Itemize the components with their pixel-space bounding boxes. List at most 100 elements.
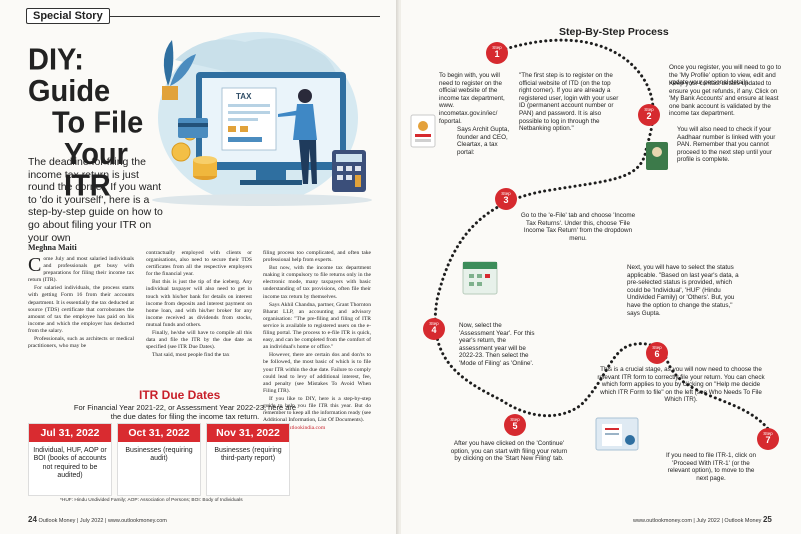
left-page: Special Story DIY: Guide To File Your IT…	[0, 0, 398, 534]
step-word: Step	[644, 107, 654, 112]
due-date-card: Nov 31, 2022 Businesses (requiring third…	[206, 423, 290, 496]
section-rule	[110, 16, 380, 17]
page-gutter	[396, 0, 404, 534]
due-date: Jul 31, 2022	[29, 424, 111, 442]
person-legs	[299, 140, 317, 184]
user-icon	[652, 147, 662, 157]
tax-doc-line	[605, 428, 619, 430]
folio-text: www.outlookmoney.com | July 2022 | Outlo…	[633, 518, 762, 524]
plant-pot	[162, 86, 178, 100]
step-6-text: Next, you will have to select the status…	[627, 264, 739, 317]
calendar-day	[485, 274, 490, 278]
step-number: 5	[512, 421, 518, 431]
folio-text: Outlook Money | July 2022 | www.outlookm…	[38, 518, 167, 524]
person-body	[293, 104, 317, 140]
calculator-key	[337, 175, 343, 180]
step-number: 2	[646, 111, 652, 121]
step-1-text: To begin with, you will need to register…	[439, 72, 505, 125]
intro-deck: The deadline for filing the income tax r…	[28, 156, 163, 244]
coin	[171, 142, 191, 162]
coin-stack	[193, 156, 217, 164]
article-column-2: contractually employed with clients or o…	[146, 250, 252, 360]
author-email-link[interactable]: meghna@outlookindia.com	[263, 425, 326, 432]
paragraph: Professionals, such as architects or med…	[28, 336, 134, 350]
step-4-text: Now, select the 'Assessment Year'. For t…	[459, 322, 535, 367]
step-number: 1	[494, 49, 500, 59]
form-line	[228, 104, 270, 107]
calculator-key	[355, 166, 361, 171]
step-number: 4	[431, 325, 437, 335]
step-1-quote: "The first step is to register on the of…	[519, 72, 619, 133]
paragraph: contractually employed with clients or o…	[146, 250, 252, 278]
due-dates-heading: ITR Due Dates	[139, 388, 221, 402]
step-1-quote-source: Says Archit Gupta, founder and CEO, Clea…	[457, 126, 510, 156]
illustration-shadow	[152, 194, 372, 206]
form-button	[228, 137, 262, 142]
due-date: Nov 31, 2022	[207, 424, 289, 442]
user-icon	[418, 121, 428, 131]
page-number: 24	[28, 515, 37, 524]
calculator-key	[355, 175, 361, 187]
paragraph: However, there are certain dos and don't…	[263, 352, 371, 394]
credit-card-stripe	[178, 123, 208, 127]
credit-card	[178, 118, 208, 138]
calculator-key	[346, 166, 352, 171]
thumbnail-line	[415, 139, 431, 142]
tax-doc-line	[605, 433, 619, 435]
step-number: 3	[503, 195, 509, 205]
step-3-text: Go to the 'e-File' tab and choose 'Incom…	[520, 212, 636, 242]
calendar-day	[477, 274, 482, 278]
page-number: 25	[762, 515, 772, 524]
section-tag: Special Story	[26, 8, 110, 24]
step-7-text: This is a crucial stage, as you will now…	[597, 366, 765, 404]
due-date-description: Businesses (requiring third-party report…	[214, 447, 282, 463]
tax-form-label: TAX	[236, 92, 252, 101]
form-line	[228, 118, 258, 121]
calculator-display	[336, 154, 362, 162]
calendar-day	[477, 282, 482, 286]
page-title: DIY: Guide To File Your ITR	[28, 44, 158, 202]
paragraph: filing process too complicated, and ofte…	[263, 250, 371, 264]
folio-right: www.outlookmoney.com | July 2022 | Outlo…	[633, 515, 772, 524]
paragraph: That said, most people find the tax	[152, 352, 230, 359]
calendar-header	[463, 262, 497, 269]
calculator-key	[337, 166, 343, 171]
steps-title: Step-By-Step Process	[559, 26, 669, 38]
step-7-text: If you need to file ITR-1, click on 'Pro…	[666, 452, 756, 482]
step-number: 6	[654, 349, 660, 359]
person-icon	[625, 435, 635, 445]
title-line-3: Your ITR	[64, 137, 128, 203]
calendar-day	[469, 282, 474, 286]
step-2-text: Once you register, you will need to go t…	[669, 64, 782, 87]
due-date-description: Individual, HUF, AOP or BOI (books of ac…	[33, 447, 107, 480]
step-word: Step	[652, 345, 662, 350]
form-line	[228, 111, 270, 114]
paragraph: But now, with the income tax department …	[263, 265, 371, 300]
plant-leaf	[170, 54, 196, 86]
person-head	[298, 89, 312, 103]
paragraph: ome July and most salaried individuals a…	[28, 256, 134, 284]
paragraph: But this is just the tip of the iceberg.…	[146, 279, 252, 328]
step-2-text: You will also need to check if your Aadh…	[677, 126, 776, 164]
coin-stack	[193, 160, 217, 176]
step-2-text: Keep your contact details updated to ens…	[669, 80, 779, 118]
due-date-card: Jul 31, 2022 Individual, HUF, AOP or BOI…	[28, 423, 112, 496]
paragraph: If you like to DIY, here is a step-by-st…	[263, 395, 371, 424]
form-checkbox	[240, 126, 248, 132]
monitor-base	[240, 180, 302, 185]
monitor-stand	[256, 170, 286, 180]
footnote: *HUF: Hindu Undivided Family; AOP: Assoc…	[60, 498, 243, 503]
folio-left: 24 Outlook Money | July 2022 | www.outlo…	[28, 515, 167, 524]
paragraph: Finally, he/she will have to compile all…	[146, 330, 252, 351]
step-number: 7	[765, 435, 771, 445]
step-word: Step	[492, 45, 502, 50]
plant-leaf	[163, 40, 174, 86]
